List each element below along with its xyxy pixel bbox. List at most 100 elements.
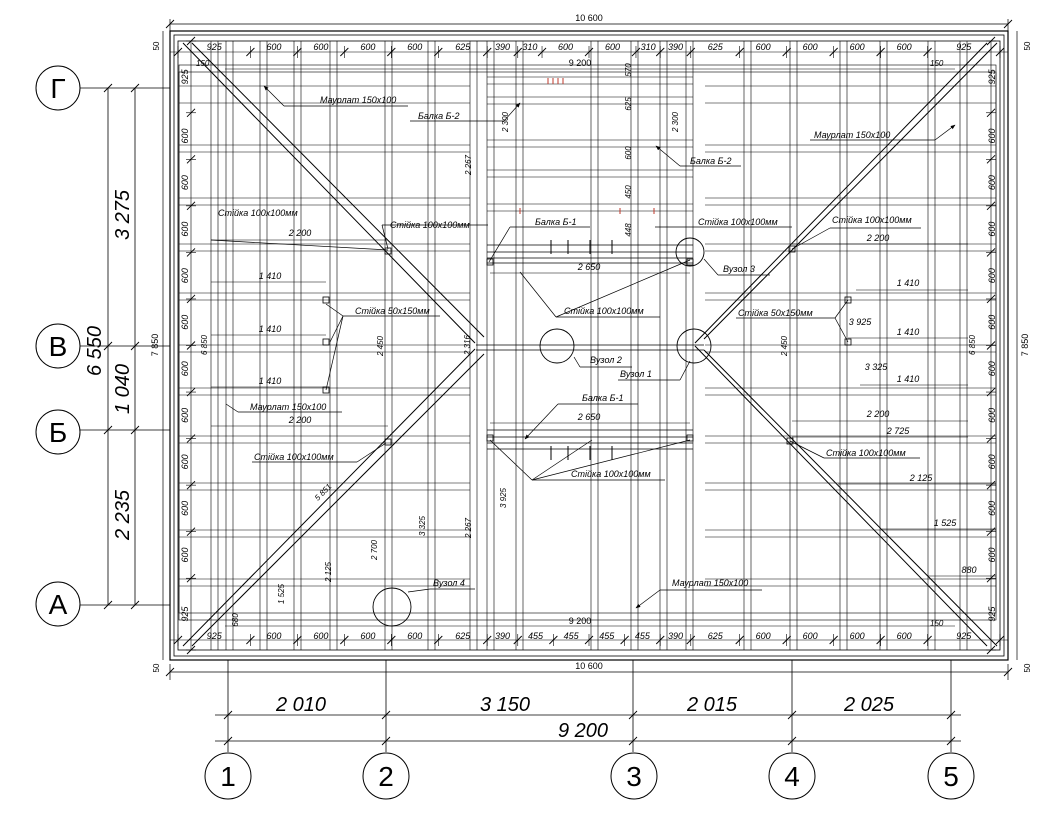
dim-3925-b: 3 925 [849,317,873,327]
dim-150-a: 150 [196,59,210,68]
dim-6850-a: 6 850 [200,334,209,355]
dim-3325-a: 3 325 [418,515,427,536]
dim-2450-b: 2 450 [780,335,789,357]
axis-bubble-2 [362,752,410,800]
chain-dimension: 600 [987,547,997,562]
margin-tr: 50 [1023,41,1032,50]
balka-b2-label-b: Балка Б-2 [690,156,731,166]
leader-lines [210,85,956,609]
node-4-circle [372,587,412,627]
row-axes: Г В Б А 3 275 1 040 2 235 6 550 [35,65,170,627]
dim-2700: 2 700 [370,539,379,561]
axis-bubble-3 [610,752,658,800]
dim-1410-e: 1 410 [897,327,920,337]
chain-dimension: 600 [180,268,190,283]
dim-880: 880 [961,565,976,575]
chain-dimension: 600 [180,454,190,469]
row-spacing-2: 1 040 [112,364,134,414]
chain-dimension: 455 [528,631,544,641]
chain-dimension: 600 [313,631,328,641]
chain-dimension: 600 [180,361,190,376]
balka-b1-label-b: Балка Б-1 [582,393,623,403]
chain-dimension: 625 [455,42,471,52]
overall-height-left: 7 850 [150,334,160,357]
dim-2267-b: 2 267 [464,517,473,539]
axis-label-a: А [49,589,68,620]
maurlat-label-ml: Маурлат 150х100 [250,402,326,412]
axis-bubble-4 [768,752,816,800]
col-spacing-3: 2 015 [686,694,738,716]
dim-2125-a: 2 125 [324,561,333,583]
axis-label-2: 2 [378,761,394,792]
dim-1525-b: 1 525 [934,518,958,528]
dim-1410-b: 1 410 [259,324,282,334]
dim-1525-a: 1 525 [277,583,286,604]
chain-dimension: 925 [180,68,190,84]
chain-dimension: 600 [987,129,997,144]
inner-dimension-texts: 150 150 150 570 625 600 450 448 2 300 2 … [196,59,977,628]
overall-width-bottom: 10 600 [575,661,603,671]
chain-dimension: 925 [207,42,223,52]
chain-dimension: 600 [987,315,997,330]
chain-dimension: 600 [266,42,281,52]
dim-448: 448 [624,223,633,237]
annotations: Маурлат 150х100 Маурлат 150х100 Маурлат … [218,95,912,588]
maurlat-label-br: Маурлат 150х100 [672,578,748,588]
chain-dimension: 600 [987,361,997,376]
col-spacing-2: 3 150 [480,694,530,716]
stiyka-50-label-a: Стійка 50х150мм [355,306,430,316]
dim-2200-d: 2 200 [866,409,890,419]
dim-600: 600 [624,146,633,160]
axis-bubble-1 [204,752,252,800]
axis-label-g: Г [50,73,65,104]
inner-top-label: 9 200 [569,58,592,68]
axis-bubble-5 [927,752,975,800]
col-spacing-4: 2 025 [843,694,895,716]
chain-dimension: 600 [850,631,865,641]
chain-dimension: 600 [897,631,912,641]
wall-outline [169,30,1009,661]
chain-dimension: 600 [987,501,997,516]
col-total: 9 200 [558,720,608,742]
vuzol-4-label: Вузол 4 [433,578,465,588]
col-spacing-1: 2 010 [275,694,326,716]
chain-dimension: 390 [668,631,683,641]
chain-dimension: 600 [987,268,997,283]
axis-label-4: 4 [784,761,800,792]
chain-dimension: 390 [495,42,510,52]
stiyka-100-label-a: Стійка 100х100мм [218,208,298,218]
maurlat-label-tl: Маурлат 150х100 [320,95,396,105]
chain-dimension: 600 [987,222,997,237]
chain-dimension: 925 [207,631,223,641]
vuzol-2-label: Вузол 2 [590,355,622,365]
chain-dimension: 925 [987,68,997,84]
mauerlat-band [178,64,997,621]
axis-bubble-g [35,65,81,111]
dim-150-b: 150 [930,59,944,68]
chain-dimension: 600 [987,175,997,190]
chain-dimension: 390 [495,631,510,641]
dim-2200-a: 2 200 [288,228,312,238]
chain-dimension: 925 [956,631,972,641]
axis-label-5: 5 [943,761,959,792]
margin-bl: 50 [152,663,161,672]
dim-2650-a: 2 650 [577,262,601,272]
chain-dimension: 600 [897,42,912,52]
axis-label-1: 1 [220,761,236,792]
chain-dimension: 600 [180,175,190,190]
chain-dimension: 600 [180,408,190,423]
chain-dimension: 310 [641,42,656,52]
dim-2725: 2 725 [886,426,911,436]
chain-dimension: 600 [407,42,422,52]
chain-dimension: 455 [599,631,615,641]
chain-dimension: 600 [180,501,190,516]
chain-dimension: 600 [313,42,328,52]
chain-dimension: 600 [180,315,190,330]
chain-dimension: 600 [180,222,190,237]
chain-dimension: 310 [522,42,537,52]
vuzol-1-label: Вузол 1 [620,369,652,379]
axis-label-v: В [49,331,68,362]
